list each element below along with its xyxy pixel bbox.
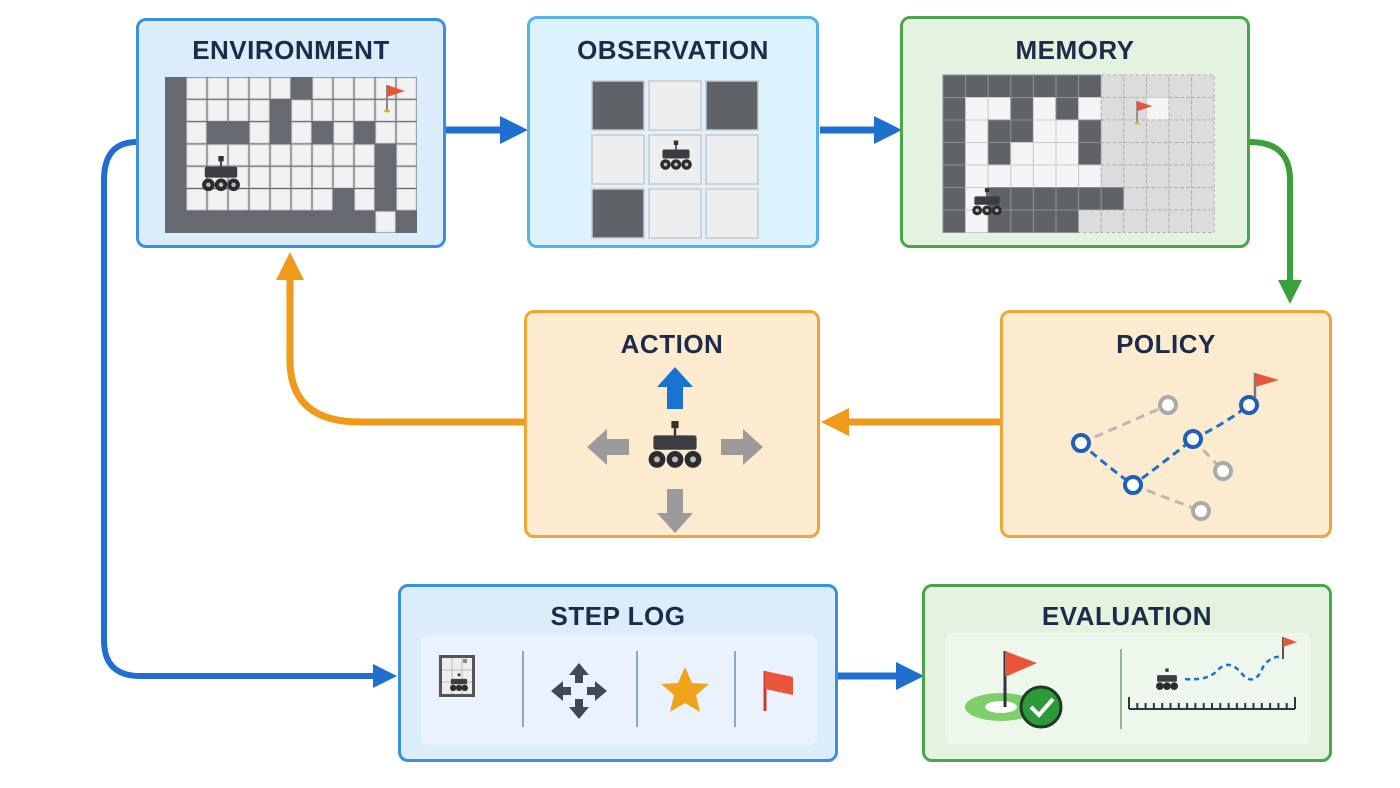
robot-icon (648, 421, 702, 468)
policy-title: POLICY (1116, 329, 1216, 359)
robot-icon (972, 188, 1002, 216)
policy-node-blue (1071, 433, 1091, 453)
evaluation-items (965, 637, 1297, 729)
policy-node-blue (1183, 429, 1203, 449)
policy-box: POLICY (1000, 310, 1332, 538)
arrow-memory-to-policy (1249, 139, 1302, 304)
mini-map-icon (439, 655, 475, 697)
step-log-items (439, 651, 793, 727)
flag-icon (1282, 637, 1297, 659)
policy-graph (1071, 373, 1279, 521)
step-log-box: STEP LOG (398, 584, 838, 762)
evaluation-title: EVALUATION (1041, 601, 1213, 631)
observation-title: OBSERVATION (577, 35, 769, 65)
policy-node-blue (1123, 475, 1143, 495)
flag-icon (1253, 373, 1279, 397)
trajectory-plot (1128, 637, 1297, 710)
robot-icon (660, 140, 692, 170)
action-box: ACTION (524, 310, 820, 538)
robot-icon (1156, 668, 1178, 690)
policy-node-gray (1213, 461, 1233, 481)
robot-icon (450, 673, 468, 692)
evaluation-box: EVALUATION (922, 584, 1332, 762)
observation-grid (591, 80, 759, 239)
step-log-panel (421, 635, 817, 745)
star-icon (661, 667, 709, 712)
policy-node-gray (1158, 395, 1178, 415)
action-controls (587, 367, 763, 533)
memory-box: MEMORY (900, 16, 1250, 248)
policy-node-blue (1239, 395, 1259, 415)
robot-icon (202, 156, 240, 192)
move-arrows-icon (551, 663, 607, 719)
arrow-down-icon (657, 489, 693, 533)
arrow-up-icon (657, 367, 693, 409)
arrow-action-to-environment (276, 252, 526, 426)
arrow-left-icon (587, 429, 629, 465)
ruler-icon (1128, 697, 1296, 710)
memory-grid-map (942, 74, 1215, 233)
step-log-title: STEP LOG (550, 601, 686, 631)
checkmark-icon (1019, 685, 1063, 729)
environment-title: ENVIRONMENT (192, 35, 390, 65)
flag-icon (1134, 101, 1153, 125)
policy-node-gray (1191, 501, 1211, 521)
flag-icon (384, 85, 405, 113)
action-title: ACTION (620, 329, 724, 359)
observation-box: OBSERVATION (527, 16, 819, 248)
environment-box: ENVIRONMENT (136, 18, 446, 248)
environment-grid-map (165, 77, 417, 233)
memory-title: MEMORY (1015, 35, 1135, 65)
flag-icon (763, 671, 793, 711)
goal-reached-icon (965, 651, 1063, 729)
arrow-right-icon (721, 429, 763, 465)
